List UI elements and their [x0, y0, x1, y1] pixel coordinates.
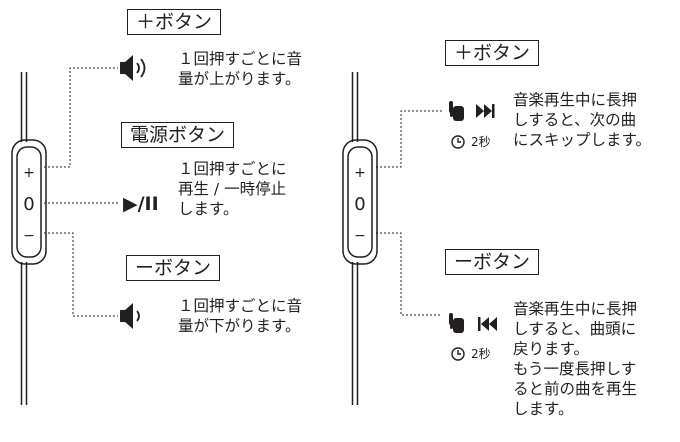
clock-icon [451, 135, 465, 149]
left-remote-minus-mark: − [23, 228, 35, 244]
left-remote-plus-mark: + [23, 165, 35, 181]
pointing-hand-icon [449, 101, 464, 121]
clock-icon [451, 347, 465, 361]
right-leader-lines [376, 110, 442, 316]
skip-next-icon [476, 104, 495, 118]
speaker-volume-down-icon [120, 303, 140, 329]
right-remote-center-mark: 0 [354, 194, 365, 215]
left-minus-description: １回押すごとに音 量が下がります。 [178, 297, 303, 335]
right-minus-hold-seconds: 2秒 [471, 347, 491, 361]
skip-previous-icon [478, 317, 497, 331]
right-plus-hold-seconds: 2秒 [471, 135, 491, 149]
right-plus-button-label: ＋ボタン [445, 40, 540, 66]
right-remote-plus-mark: + [354, 165, 366, 181]
left-minus-button-label: ーボタン [126, 255, 221, 281]
right-remote [342, 72, 378, 405]
pointing-hand-icon [449, 313, 464, 333]
left-remote-center-mark: 0 [23, 194, 34, 215]
speaker-volume-up-icon [120, 55, 146, 81]
left-remote [11, 72, 47, 405]
left-power-description: １回押すごとに 再生 / 一時停止 します。 [178, 160, 287, 218]
play-pause-symbol: ▶/II [123, 193, 159, 215]
left-power-button-label: 電源ボタン [121, 122, 235, 148]
left-leader-lines [44, 67, 120, 317]
right-remote-minus-mark: − [354, 228, 366, 244]
right-plus-description: 音楽再生中に長押 しすると、次の曲 にスキップします。 [513, 91, 651, 149]
left-plus-description: １回押すごとに音 量が上がります。 [178, 50, 303, 88]
left-plus-button-label: ＋ボタン [127, 9, 222, 35]
right-minus-description: 音楽再生中に長押 しすると、曲頭に 戻ります。 もう一度長押しす ると前の曲を再… [513, 300, 638, 418]
right-minus-button-label: ーボタン [445, 249, 540, 275]
